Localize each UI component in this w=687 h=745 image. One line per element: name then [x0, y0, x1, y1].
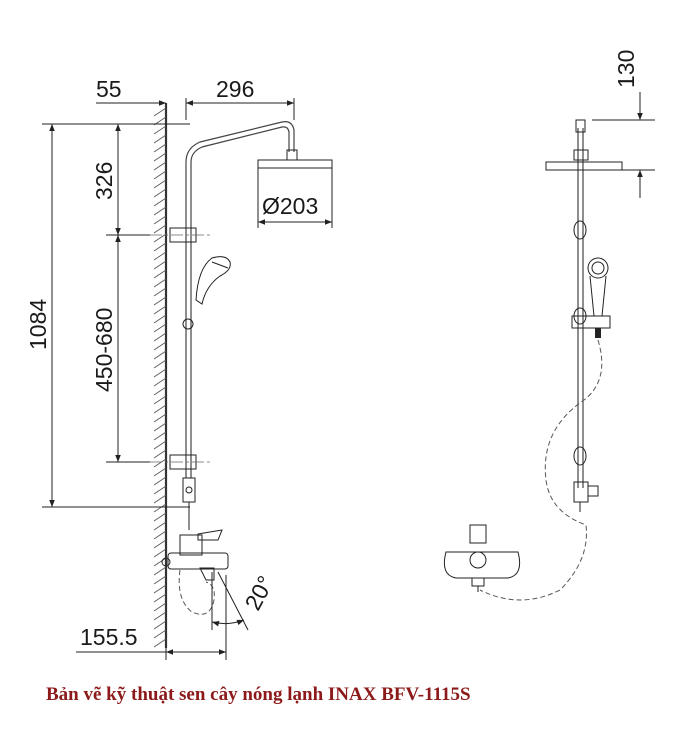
wall-hatch-line [153, 602, 167, 612]
dim-arm-reach: 296 [185, 76, 295, 120]
side-view: 55 296 1084 326 450-680 [25, 76, 333, 660]
wall-hatch-line [153, 341, 167, 351]
wall-hatch-line [153, 332, 167, 342]
wall-hatch-line [153, 107, 167, 117]
wall-hatch-line [153, 269, 167, 279]
hand-shower [195, 256, 231, 305]
wall-hatch-line [153, 413, 167, 423]
dim-arm-to-bracket: 326 [91, 124, 150, 236]
wall-hatch-line [153, 377, 167, 387]
svg-text:296: 296 [216, 76, 254, 102]
wall-hatch-line [153, 206, 167, 216]
wall-hatch-line [153, 125, 167, 135]
wall-hatch-line [153, 260, 167, 270]
wall-hatch-line [153, 593, 167, 603]
wall-hatch-line [153, 287, 167, 297]
wall-hatch-line [153, 611, 167, 621]
svg-text:450-680: 450-680 [91, 308, 117, 392]
wall-hatch-line [153, 278, 167, 288]
wall-hatch-line [153, 143, 167, 153]
wall-hatch-line [153, 575, 167, 585]
wall-hatch-line [153, 440, 167, 450]
wall-hatch-line [153, 242, 167, 252]
dim-spout-angle: 20° [211, 571, 279, 631]
dim-wall-offset: 55 [96, 76, 166, 106]
dim-bracket-range: 450-680 [91, 235, 150, 463]
wall-hatch-line [153, 170, 167, 180]
spout [199, 567, 215, 581]
wall-hatch-line [153, 305, 167, 315]
wall-hatch-line [153, 485, 167, 495]
wall-hatch-line [153, 386, 167, 396]
svg-text:1084: 1084 [25, 299, 51, 350]
svg-text:326: 326 [91, 162, 117, 200]
wall-hatch-line [153, 368, 167, 378]
wall-hatch-line [153, 350, 167, 360]
wall-hatch-line [153, 467, 167, 477]
slider-knob [182, 318, 194, 330]
wall-hatch-line [153, 224, 167, 234]
wall-hatch-line [153, 314, 167, 324]
wall-hatch-line [153, 197, 167, 207]
wall-hatch-line [153, 458, 167, 468]
svg-text:155.5: 155.5 [80, 624, 138, 650]
drawing-caption: Bản vẽ kỹ thuật sen cây nóng lạnh INAX B… [46, 684, 471, 705]
wall-hatch-line [153, 431, 167, 441]
wall-hatch-line [153, 215, 167, 225]
wall-hatch-line [153, 134, 167, 144]
wall-hatch-line [153, 404, 167, 414]
wall-hatch-line [153, 188, 167, 198]
wall-hatch-line [153, 422, 167, 432]
shower-column [150, 121, 333, 615]
wall-hatch-line [153, 395, 167, 405]
wall-hatch-line [153, 494, 167, 504]
wall-hatch-line [153, 584, 167, 594]
shower-head [257, 159, 333, 169]
wall-hatch-line [153, 359, 167, 369]
wall-hatch-line [153, 521, 167, 531]
wall-hatch-line [153, 233, 167, 243]
mixer-lever [197, 529, 223, 541]
wall-hatch-line [153, 323, 167, 333]
wall-hatch-line [153, 251, 167, 261]
technical-drawing: 55 296 1084 326 450-680 [25, 50, 655, 660]
svg-text:Ø203: Ø203 [262, 193, 318, 219]
dim-total-height: 1084 [25, 123, 190, 508]
diverter [182, 477, 196, 503]
svg-text:130: 130 [613, 50, 639, 88]
svg-text:55: 55 [96, 76, 122, 102]
wall-hatch-line [153, 638, 167, 648]
wall-hatch-line [153, 557, 167, 567]
svg-text:20°: 20° [239, 571, 278, 614]
wall-hatch-line [153, 161, 167, 171]
front-hand-shower [587, 257, 609, 279]
wall-hatch-line [153, 476, 167, 486]
front-mixer [443, 524, 521, 592]
wall-hatch-line [153, 566, 167, 576]
wall-hatch-line [153, 152, 167, 162]
wall-hatch-line [153, 512, 167, 522]
dim-head-diameter: Ø203 [257, 168, 333, 228]
wall-hatch-line [153, 629, 167, 639]
mixer-body [179, 534, 203, 556]
dim-head-top-height: 130 [592, 50, 655, 198]
wall-hatch-line [153, 530, 167, 540]
wall-hatch-line [153, 449, 167, 459]
wall-hatch-line [153, 620, 167, 630]
front-shower-head [545, 161, 623, 171]
wall [153, 103, 168, 648]
dim-mixer-offset: 155.5 [76, 575, 227, 660]
wall-hatch-line [153, 539, 167, 549]
wall-hatch-line [153, 548, 167, 558]
front-view: 130 [443, 50, 655, 601]
wall-hatch-line [153, 503, 167, 513]
wall-hatch-line [153, 296, 167, 306]
wall-hatch-line [153, 179, 167, 189]
